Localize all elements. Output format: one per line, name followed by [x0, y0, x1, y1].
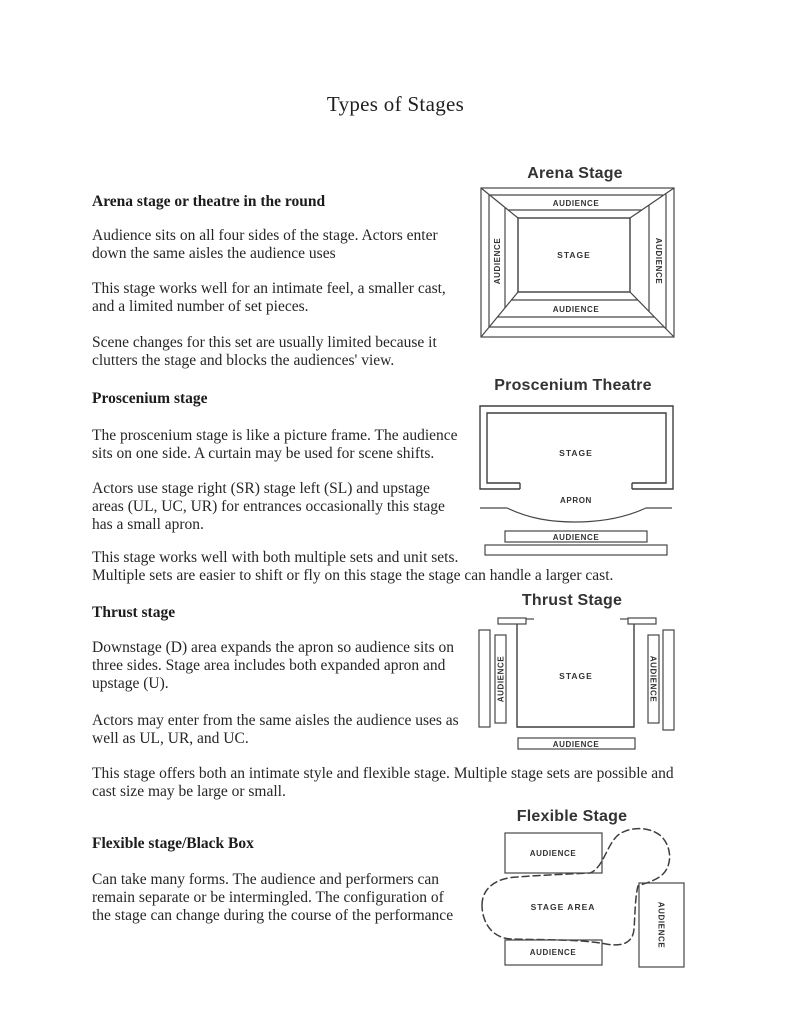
paragraph-arena-2: This stage works well for an intimate fe…	[92, 280, 446, 315]
arena-audience-bottom-label: AUDIENCE	[553, 305, 600, 314]
paragraph-proscenium-wide: This stage works well with both multiple…	[92, 549, 614, 584]
proscenium-stage-label: STAGE	[559, 448, 593, 458]
proscenium-diagram-title: Proscenium Theatre	[494, 377, 651, 394]
heading-proscenium-stage: Proscenium stage	[92, 390, 208, 407]
paragraph-flexible-1: Can take many forms. The audience and pe…	[92, 871, 454, 924]
arena-audience-right-label: AUDIENCE	[654, 238, 663, 285]
arena-stage-area	[517, 217, 631, 293]
page-title: Types of Stages	[326, 92, 465, 116]
flexible-audience-right-label: AUDIENCE	[657, 902, 666, 949]
arena-stage-diagram: Arena Stage STAGE AUDIENCE AUDIENCE AUDI…	[480, 165, 675, 338]
thrust-stage-diagram: Thrust Stage STAGE AUDIENCE AUDIENCE AUD…	[478, 592, 675, 750]
arena-audience-left-label: AUDIENCE	[493, 238, 502, 285]
flexible-diagram-title: Flexible Stage	[517, 808, 627, 825]
paragraph-arena-1: Audience sits on all four sides of the s…	[92, 227, 438, 262]
thrust-audience-side-rows	[478, 629, 675, 731]
proscenium-apron-curve	[480, 507, 672, 523]
heading-arena-stage: Arena stage or theatre in the round	[92, 193, 326, 210]
flexible-audience-right-box	[638, 882, 685, 968]
flexible-stage-area-label: STAGE AREA	[531, 902, 596, 912]
thrust-diagram-title: Thrust Stage	[522, 592, 622, 609]
thrust-audience-bottom-row	[517, 737, 636, 750]
proscenium-apron-label: APRON	[560, 496, 592, 505]
proscenium-stage-walls	[479, 405, 674, 490]
paragraph-arena-3: Scene changes for this set are usually l…	[92, 334, 437, 369]
flexible-stage-area-outline	[481, 827, 671, 946]
paragraph-thrust-1: Downstage (D) area expands the apron so …	[92, 639, 454, 692]
proscenium-audience-label: AUDIENCE	[553, 533, 600, 542]
thrust-audience-left-label: AUDIENCE	[497, 656, 506, 703]
thrust-audience-right-label: AUDIENCE	[649, 656, 658, 703]
heading-thrust-stage: Thrust stage	[92, 604, 176, 621]
paragraph-proscenium-2: Actors use stage right (SR) stage left (…	[92, 480, 445, 533]
flexible-audience-top-box	[504, 832, 603, 874]
arena-stage-label: STAGE	[557, 250, 591, 260]
flexible-stage-diagram: Flexible Stage STAGE AREA AUDIENCE AUDIE…	[481, 808, 685, 968]
flexible-audience-bottom-label: AUDIENCE	[530, 948, 577, 957]
thrust-stage-outline	[516, 624, 635, 728]
thrust-upstage-caps	[497, 617, 657, 625]
arena-seating-rows	[488, 194, 667, 329]
proscenium-theatre-diagram: Proscenium Theatre STAGE APRON AUDIENCE	[479, 377, 674, 556]
arena-diagram-title: Arena Stage	[527, 165, 623, 182]
heading-flexible-stage: Flexible stage/Black Box	[92, 835, 254, 852]
flexible-audience-bottom-box	[504, 939, 603, 966]
proscenium-audience-row-wide	[484, 544, 668, 556]
paragraph-proscenium-1: The proscenium stage is like a picture f…	[92, 427, 458, 462]
arena-audience-top-label: AUDIENCE	[553, 199, 600, 208]
thrust-stage-label: STAGE	[559, 671, 593, 681]
paragraph-thrust-2: Actors may enter from the same aisles th…	[92, 712, 459, 747]
paragraph-thrust-wide: This stage offers both an intimate style…	[92, 765, 674, 800]
proscenium-audience-row	[504, 530, 648, 543]
thrust-audience-bottom-label: AUDIENCE	[553, 740, 600, 749]
flexible-audience-top-label: AUDIENCE	[530, 849, 577, 858]
